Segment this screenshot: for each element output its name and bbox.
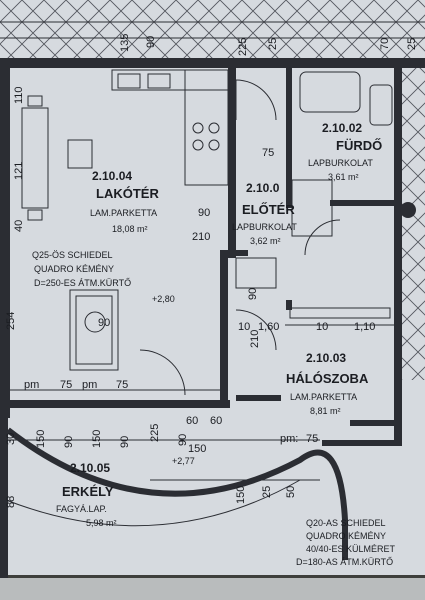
- bal-dim-150b: 150: [235, 486, 247, 504]
- dining-table: [21, 95, 93, 221]
- pm-a: pm: [24, 379, 39, 391]
- dim-left-60: 60: [210, 415, 222, 427]
- bal-dim-50: 50: [285, 486, 297, 498]
- chimney-right-line-4: D=180-AS ÁTM.KÜRTŐ: [296, 557, 393, 567]
- furdo-name: FÜRDŐ: [336, 138, 382, 153]
- dim-left-2: 121: [13, 162, 25, 180]
- dim-top-4: 25: [267, 38, 279, 50]
- lakoter-name: LAKÓTÉR: [96, 186, 159, 201]
- eloter-number: 2.10.0: [246, 181, 280, 195]
- furdo-area: 3,61 m²: [328, 172, 359, 182]
- dim-left-5: 30: [5, 433, 17, 445]
- dim-furdo-75: 75: [262, 147, 274, 159]
- bal-dim-25: 25: [261, 486, 273, 498]
- dimension-lines: [0, 21, 425, 481]
- bath-fixtures: [291, 71, 416, 237]
- pm-75-c: 75: [306, 433, 318, 445]
- dim-lakoter-door-w: 90: [198, 207, 210, 219]
- win-dim-6: 90: [177, 434, 189, 446]
- dim-left-3: 40: [13, 220, 25, 232]
- chimney-left-line-1: Q25-ÖS SCHIEDEL: [32, 250, 113, 260]
- haloszoba-floor: LAM.PARKETTA: [290, 392, 357, 402]
- chimney-right-line-1: Q20-AS SCHIEDEL: [306, 518, 386, 528]
- pm-b: pm: [82, 379, 97, 391]
- bottom-paper-edge: [0, 578, 425, 600]
- level-interior: +2,80: [152, 294, 175, 304]
- dim-top-3: 225: [237, 38, 249, 56]
- kitchen-counter: [111, 69, 229, 186]
- eloter-floor: LAPBURKOLAT: [232, 222, 297, 232]
- top-hatch-band: [0, 0, 425, 62]
- dim-hall-90: 90: [247, 288, 259, 300]
- haloszoba-area: 8,81 m²: [310, 406, 341, 416]
- dim-left-1: 110: [13, 86, 25, 104]
- dim-top-2: 90: [145, 36, 157, 48]
- chimney-right-line-3: 40/40-ES KÜLMÉRET: [306, 544, 396, 554]
- dim-left-4: 254: [5, 312, 17, 330]
- win-dim-5: 225: [149, 424, 161, 442]
- win-dim-2: 90: [63, 436, 75, 448]
- furdo-floor: LAPBURKOLAT: [308, 158, 373, 168]
- dim-lakoter-door-h: 210: [192, 231, 210, 243]
- dim-hall-210: 210: [249, 330, 261, 348]
- erkely-floor: FAGYÁ.LAP.: [56, 504, 107, 514]
- erkely-name: ERKÉLY: [62, 484, 114, 499]
- bal-dim-60: 60: [186, 415, 198, 427]
- dim-top-5: 70: [379, 38, 391, 50]
- haloszoba-name: HÁLÓSZOBA: [286, 371, 369, 386]
- dim-halo-10b: 10: [316, 321, 328, 333]
- lakoter-area: 18,08 m²: [112, 224, 148, 234]
- walls: [0, 58, 425, 578]
- balcony-arc: [5, 427, 348, 560]
- rug: [69, 289, 119, 371]
- win-dim-3: 150: [91, 430, 103, 448]
- wardrobe: [235, 257, 391, 319]
- eloter-name: ELŐTÉR: [242, 202, 295, 217]
- right-hatch-band: [400, 60, 425, 380]
- erkely-number: 2.10.05: [70, 461, 110, 475]
- dim-left-6: 88: [5, 496, 17, 508]
- lakoter-floor: LAM.PARKETTA: [90, 208, 157, 218]
- chimney-left-line-3: D=250-ES ÁTM.KÜRTŐ: [34, 278, 131, 288]
- haloszoba-number: 2.10.03: [306, 351, 346, 365]
- bal-dim-150: 150: [188, 443, 206, 455]
- dim-rug-90: 90: [98, 317, 110, 329]
- pm-75-b: 75: [116, 379, 128, 391]
- dim-halo-10a: 10: [238, 321, 250, 333]
- pm-c: pm:: [280, 433, 298, 445]
- chimney-left-line-2: QUADRO KÉMÉNY: [34, 264, 114, 274]
- chimney-right-line-2: QUADRO KÉMÉNY: [306, 531, 386, 541]
- lakoter-number: 2.10.04: [92, 169, 132, 183]
- win-dim-4: 90: [119, 436, 131, 448]
- level-balcony: +2,77: [172, 456, 195, 466]
- furdo-number: 2.10.02: [322, 121, 362, 135]
- dim-halo-160: 1,60: [258, 321, 279, 333]
- erkely-area: 5,98 m²: [86, 518, 117, 528]
- pm-75-a: 75: [60, 379, 72, 391]
- door-swings: [139, 79, 341, 396]
- dim-top-6: 25: [406, 38, 418, 50]
- dim-halo-110: 1,10: [354, 321, 375, 333]
- win-dim-1: 150: [35, 430, 47, 448]
- dim-top-1: 135: [119, 34, 131, 52]
- eloter-area: 3,62 m²: [250, 236, 281, 246]
